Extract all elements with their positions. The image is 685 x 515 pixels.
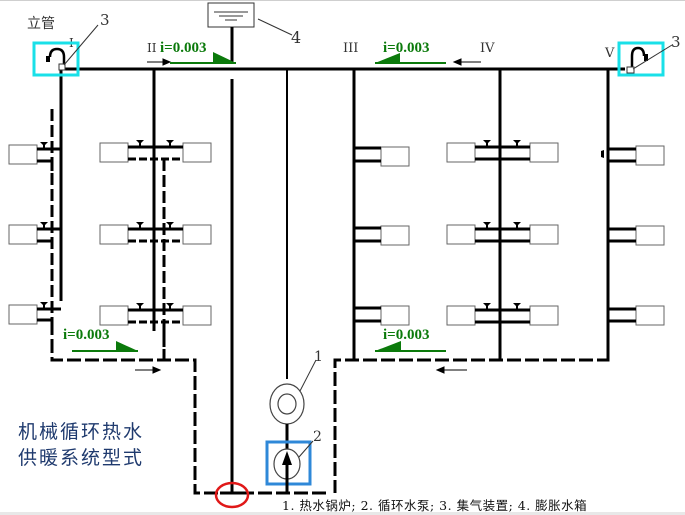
slope-label-bottom-left: i=0.003 bbox=[63, 327, 109, 343]
riser-numeral-4: IV bbox=[480, 41, 495, 56]
expansion-tank bbox=[207, 2, 293, 63]
valve-icons bbox=[40, 140, 604, 309]
callout-air-vent-right: 3 bbox=[671, 33, 681, 51]
branch-pipes bbox=[37, 145, 636, 324]
tee-highlight-circle bbox=[214, 481, 250, 509]
slope-label-bottom-right: i=0.003 bbox=[383, 327, 429, 343]
callout-boiler: 1 bbox=[314, 349, 323, 365]
air-vent-right bbox=[617, 41, 673, 77]
riser-2 bbox=[152, 69, 166, 361]
riser-numeral-2: II bbox=[147, 41, 157, 55]
radiators bbox=[8, 142, 665, 326]
diagram-title: 机械循环热水 供暖系统型式 bbox=[18, 419, 144, 471]
riser-numeral-5: V bbox=[604, 46, 615, 61]
callout-pump: 2 bbox=[313, 429, 322, 445]
title-line-2: 供暖系统型式 bbox=[18, 447, 145, 469]
air-vent-left bbox=[32, 24, 99, 77]
slope-label-top-right: i=0.003 bbox=[383, 40, 429, 56]
riser-label: 立管 bbox=[27, 16, 55, 32]
callout-expansion-tank: 4 bbox=[291, 28, 301, 47]
riser-1 bbox=[50, 69, 63, 321]
callout-air-vent-left: 3 bbox=[100, 11, 110, 29]
bottom-border bbox=[0, 512, 685, 515]
slope-indicators bbox=[72, 52, 446, 352]
flow-arrows bbox=[135, 58, 481, 374]
slope-label-top-left: i=0.003 bbox=[160, 40, 206, 56]
title-line-1: 机械循环热水 bbox=[18, 421, 145, 443]
riser-numeral-3: III bbox=[343, 41, 358, 56]
legend: 1. 热水锅炉; 2. 循环水泵; 3. 集气装置; 4. 膨胀水箱 bbox=[282, 498, 588, 513]
pump bbox=[265, 440, 314, 493]
